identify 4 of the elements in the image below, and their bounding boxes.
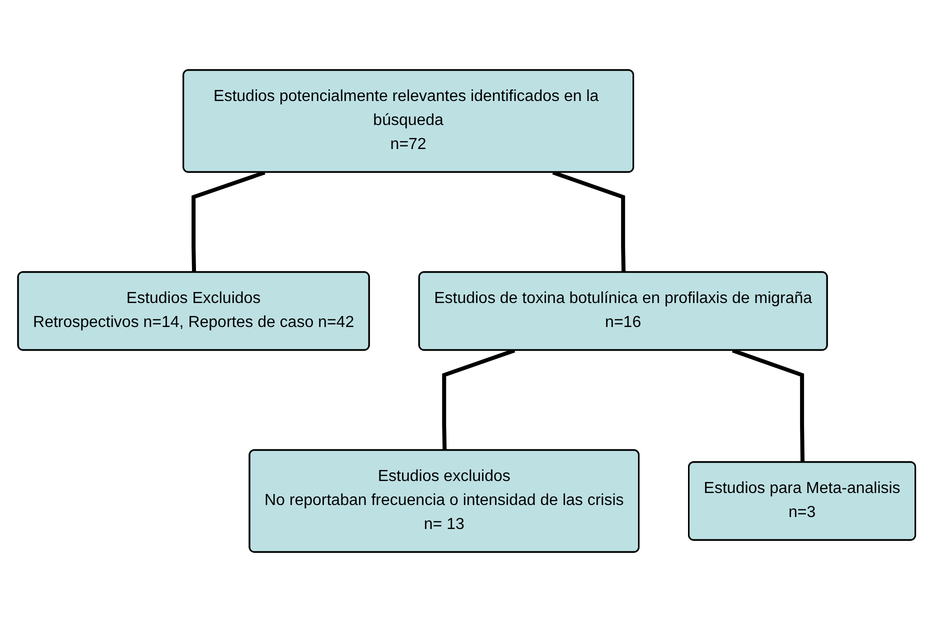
connector [732,348,804,462]
connector [552,170,626,272]
connector [442,348,516,450]
connector [191,170,266,272]
